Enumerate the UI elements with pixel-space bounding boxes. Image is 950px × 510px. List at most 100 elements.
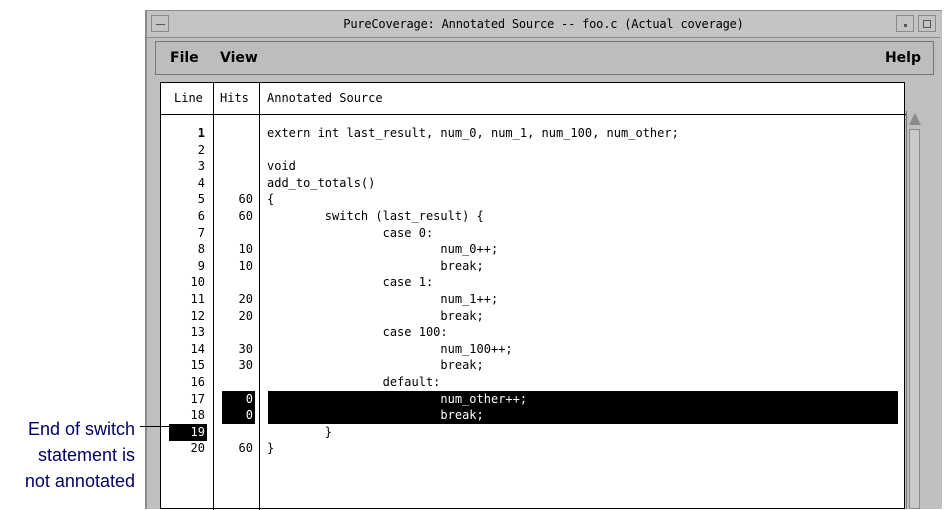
source-cell: extern int last_result, num_0, num_1, nu… — [267, 126, 679, 140]
source-cell: break; — [267, 258, 484, 273]
line-number-cell: 2 — [197, 142, 205, 157]
table-row[interactable]: 9 10 break; — [161, 258, 906, 275]
source-cell: add_to_totals() — [267, 175, 376, 190]
column-header-line[interactable]: Line — [174, 91, 203, 105]
hits-cell: 20 — [238, 292, 253, 306]
table-row[interactable]: 1 extern int last_result, num_0, num_1, n… — [161, 125, 906, 142]
hits-cell: 60 — [238, 209, 253, 223]
source-cell: case 0: — [267, 225, 434, 240]
line-number-cell: 13 — [190, 325, 205, 340]
source-cell: break; — [267, 358, 484, 373]
source-cell: { — [267, 192, 275, 207]
hits-cell: 0 — [245, 408, 253, 423]
line-number-cell: 17 — [190, 391, 205, 406]
table-row[interactable]: 8 10 num_0++; — [161, 241, 906, 258]
source-cell: case 1: — [267, 275, 434, 290]
line-number-cell: 8 — [197, 242, 205, 257]
table-row[interactable]: 10 case 1: — [161, 274, 906, 291]
table-row[interactable]: 5 60 { — [161, 191, 906, 208]
line-number-cell: 18 — [190, 408, 205, 423]
column-divider[interactable] — [259, 83, 260, 510]
minimize-button[interactable] — [896, 15, 914, 32]
callout-line-2: statement is — [37, 445, 135, 465]
window-title: PureCoverage: Annotated Source -- foo.c … — [343, 17, 744, 31]
source-cell: num_0++; — [267, 242, 499, 257]
source-cell: } — [267, 424, 333, 439]
hits-cell: 60 — [238, 441, 253, 456]
scrollbar-thumb[interactable] — [909, 129, 920, 509]
table-row[interactable]: 3 void — [161, 158, 906, 175]
minimize-icon — [904, 24, 907, 27]
hits-cell: 0 — [245, 391, 253, 406]
table-row[interactable]: 4 add_to_totals() — [161, 175, 906, 192]
annotated-source-table: Line Hits Annotated Source 1 extern int l… — [160, 82, 906, 510]
table-row[interactable]: 7 case 0: — [161, 225, 906, 242]
line-number-cell: 5 — [197, 192, 205, 207]
source-cell: num_1++; — [267, 292, 499, 306]
table-row[interactable]: 2 — [161, 142, 906, 159]
table-row[interactable]: 18 0 break; — [161, 407, 906, 425]
table-row[interactable]: 17 0 num_other++; — [161, 390, 906, 408]
window-menu-button[interactable] — [151, 15, 169, 32]
hits-cell: 30 — [238, 358, 253, 373]
source-cell: break; — [267, 408, 484, 423]
column-header-hits[interactable]: Hits — [220, 91, 249, 105]
zero-hit-highlight — [222, 407, 255, 425]
callout-leader-line — [140, 426, 170, 427]
hits-cell: 60 — [238, 192, 253, 207]
hits-cell: 10 — [238, 258, 253, 273]
menu-help[interactable]: Help — [884, 50, 921, 66]
line-number-cell: 12 — [190, 308, 205, 323]
source-cell: switch (last_result) { — [267, 209, 484, 223]
source-cell: void — [267, 159, 296, 174]
title-bar[interactable]: PureCoverage: Annotated Source -- foo.c … — [147, 11, 940, 38]
hits-cell: 10 — [238, 242, 253, 257]
hits-cell: 30 — [238, 341, 253, 356]
table-row[interactable]: 15 30 break; — [161, 357, 906, 374]
source-cell: } — [267, 441, 275, 456]
source-cell: num_other++; — [267, 391, 528, 406]
table-row[interactable]: 6 60 switch (last_result) { — [161, 208, 906, 225]
table-header — [161, 83, 906, 115]
unexecuted-line-highlight — [268, 407, 898, 425]
maximize-button[interactable] — [918, 15, 936, 32]
table-row[interactable]: 11 20 num_1++; — [161, 291, 906, 308]
window-menu-icon — [156, 24, 165, 25]
scroll-up-icon[interactable] — [909, 113, 921, 125]
line-number-cell: 11 — [190, 292, 205, 306]
line-number-cell: 6 — [197, 209, 205, 223]
line-number-cell: 10 — [190, 275, 205, 290]
vertical-scrollbar[interactable] — [906, 111, 923, 509]
line-number-cell: 15 — [190, 358, 205, 373]
menu-bar: File View Help — [155, 41, 934, 75]
table-row[interactable]: 13 case 100: — [161, 324, 906, 341]
line-number-cell: 19 — [190, 424, 205, 439]
line-number-highlight — [169, 423, 207, 441]
column-divider[interactable] — [213, 83, 214, 510]
line-number-cell: 16 — [190, 375, 205, 389]
line-number-cell: 3 — [197, 159, 205, 174]
callout-annotation: End of switch statement is not annotated — [25, 416, 135, 494]
coverage-window: PureCoverage: Annotated Source -- foo.c … — [145, 10, 942, 510]
table-row[interactable]: 20 60} — [161, 440, 906, 457]
menu-file[interactable]: File — [170, 50, 199, 66]
table-row[interactable]: 19 } — [161, 423, 906, 441]
line-number-cell: 9 — [197, 258, 205, 273]
line-number-cell: 7 — [197, 225, 205, 240]
unexecuted-line-highlight — [268, 390, 898, 408]
line-number-cell: 4 — [197, 175, 205, 190]
maximize-icon — [923, 20, 931, 28]
callout-line-1: End of switch — [27, 419, 135, 439]
source-cell: case 100: — [267, 325, 448, 340]
callout-line-3: not annotated — [24, 471, 135, 491]
line-number-cell: 1 — [197, 126, 205, 140]
zero-hit-highlight — [222, 390, 255, 408]
line-number-cell: 20 — [190, 441, 205, 456]
line-number-cell: 14 — [190, 341, 205, 356]
menu-view[interactable]: View — [220, 50, 258, 66]
hits-cell: 20 — [238, 308, 253, 323]
table-row[interactable]: 16 default: — [161, 374, 906, 391]
column-header-source[interactable]: Annotated Source — [267, 91, 383, 105]
